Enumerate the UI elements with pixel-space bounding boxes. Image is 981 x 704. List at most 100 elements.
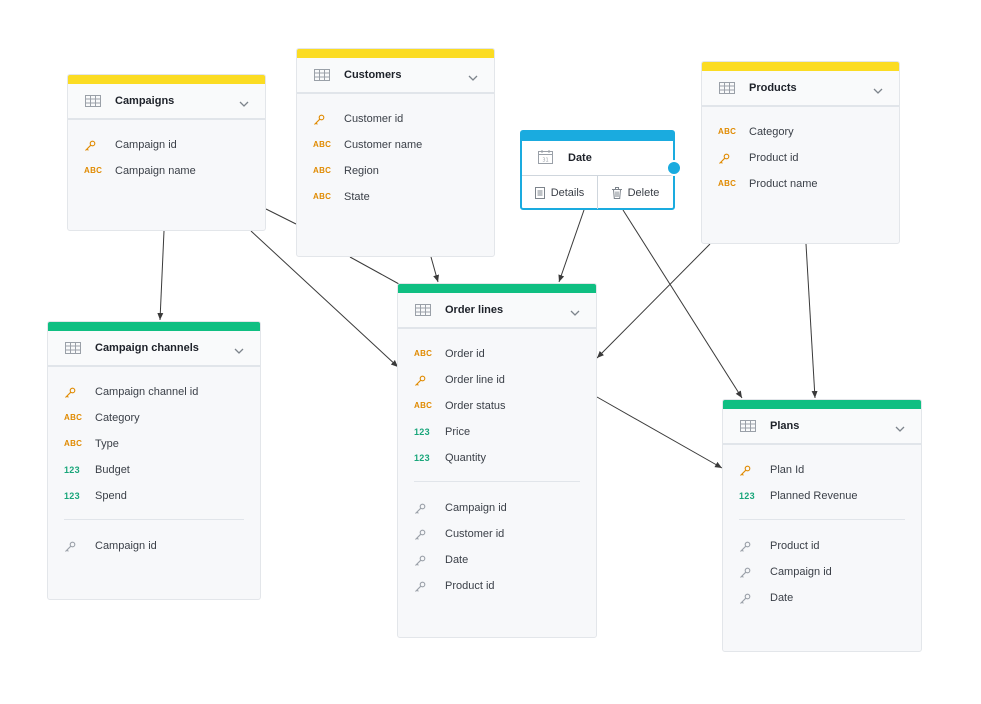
edge-campaigns-to-plans-c[interactable] bbox=[596, 396, 723, 469]
chevron-down-icon[interactable] bbox=[239, 95, 249, 107]
table-icon bbox=[65, 341, 81, 354]
chevron-down-icon[interactable] bbox=[873, 82, 883, 94]
edge-campaigns-to-plans-a[interactable] bbox=[265, 208, 297, 225]
field-label: Order line id bbox=[445, 374, 505, 386]
table-header[interactable]: 31 Date bbox=[522, 141, 673, 176]
link-key-icon bbox=[414, 529, 428, 543]
link-key-icon bbox=[739, 541, 753, 555]
card-actions: Details Delete bbox=[522, 176, 673, 209]
field-row[interactable]: Customer id bbox=[297, 106, 494, 132]
edge-date-to-order-lines[interactable] bbox=[558, 209, 585, 283]
table-icon bbox=[740, 419, 756, 432]
table-card-date[interactable]: 31 Date Details Delete bbox=[520, 130, 675, 210]
table-header[interactable]: Campaign channels bbox=[48, 331, 260, 367]
edge-products-to-plans[interactable] bbox=[805, 243, 818, 399]
table-title: Plans bbox=[770, 420, 800, 432]
key-icon bbox=[64, 387, 78, 401]
field-label: Category bbox=[749, 126, 794, 138]
field-label: Quantity bbox=[445, 452, 486, 464]
fact-color-bar bbox=[398, 284, 596, 293]
field-label: Order id bbox=[445, 348, 485, 360]
text-type-icon: ABC bbox=[718, 179, 737, 188]
chevron-down-icon[interactable] bbox=[895, 420, 905, 432]
field-label: Region bbox=[344, 165, 379, 177]
chevron-down-icon[interactable] bbox=[570, 304, 580, 316]
table-icon bbox=[415, 303, 431, 316]
table-header[interactable]: Customers bbox=[297, 58, 494, 94]
delete-label: Delete bbox=[627, 186, 660, 199]
field-label: Budget bbox=[95, 464, 130, 476]
field-label: Campaign id bbox=[95, 540, 157, 552]
field-row[interactable]: Product id bbox=[702, 145, 899, 171]
relation-field-row[interactable]: Customer id bbox=[398, 521, 596, 547]
edge-campaigns-to-campaign-channels[interactable] bbox=[157, 230, 165, 321]
table-title: Order lines bbox=[445, 304, 504, 316]
document-icon bbox=[534, 186, 545, 199]
relation-field-row[interactable]: Product id bbox=[723, 533, 921, 559]
relation-field-row[interactable]: Campaign id bbox=[723, 559, 921, 585]
relation-field-row[interactable]: Date bbox=[398, 547, 596, 573]
link-key-icon bbox=[64, 541, 78, 555]
table-header[interactable]: Products bbox=[702, 71, 899, 107]
table-header[interactable]: Plans bbox=[723, 409, 921, 445]
table-card-campaign-channels[interactable]: Campaign channels Campaign channel id ABC… bbox=[47, 321, 261, 600]
text-type-icon: ABC bbox=[64, 439, 83, 448]
field-label: Campaign channel id bbox=[95, 386, 199, 398]
key-icon bbox=[414, 375, 428, 389]
fact-color-bar bbox=[723, 400, 921, 409]
chevron-down-icon[interactable] bbox=[234, 342, 244, 354]
chevron-down-icon[interactable] bbox=[468, 69, 478, 81]
key-icon bbox=[84, 140, 98, 154]
field-row[interactable]: ABC Region bbox=[297, 158, 494, 184]
field-row[interactable]: Order line id bbox=[398, 367, 596, 393]
connection-handle[interactable] bbox=[666, 160, 682, 176]
details-button[interactable]: Details bbox=[522, 176, 597, 209]
field-label: Customer id bbox=[445, 528, 505, 540]
table-icon bbox=[85, 94, 101, 107]
divider bbox=[414, 481, 580, 482]
table-header[interactable]: Order lines bbox=[398, 293, 596, 329]
table-title: Campaigns bbox=[115, 95, 175, 107]
delete-button[interactable]: Delete bbox=[597, 176, 673, 209]
text-type-icon: ABC bbox=[313, 166, 332, 175]
svg-text:31: 31 bbox=[542, 158, 548, 164]
link-key-icon bbox=[739, 567, 753, 581]
details-label: Details bbox=[550, 186, 585, 199]
relation-field-row[interactable]: Campaign id bbox=[398, 495, 596, 521]
link-key-icon bbox=[739, 593, 753, 607]
edge-customers-to-order-lines[interactable] bbox=[430, 256, 440, 283]
text-type-icon: ABC bbox=[414, 401, 433, 410]
relation-field-row[interactable]: Campaign id bbox=[48, 533, 260, 559]
edge-campaigns-to-plans-b[interactable] bbox=[349, 256, 400, 285]
table-header[interactable]: Campaigns bbox=[68, 84, 265, 120]
field-row[interactable]: Campaign id bbox=[68, 132, 265, 158]
field-row[interactable]: Campaign channel id bbox=[48, 379, 260, 405]
relation-field-row[interactable]: Product id bbox=[398, 573, 596, 599]
field-row[interactable]: Plan Id bbox=[723, 457, 921, 483]
dimension-color-bar bbox=[702, 62, 899, 71]
relation-field-row[interactable]: Date bbox=[723, 585, 921, 611]
edge-products-to-order-lines[interactable] bbox=[596, 243, 711, 359]
